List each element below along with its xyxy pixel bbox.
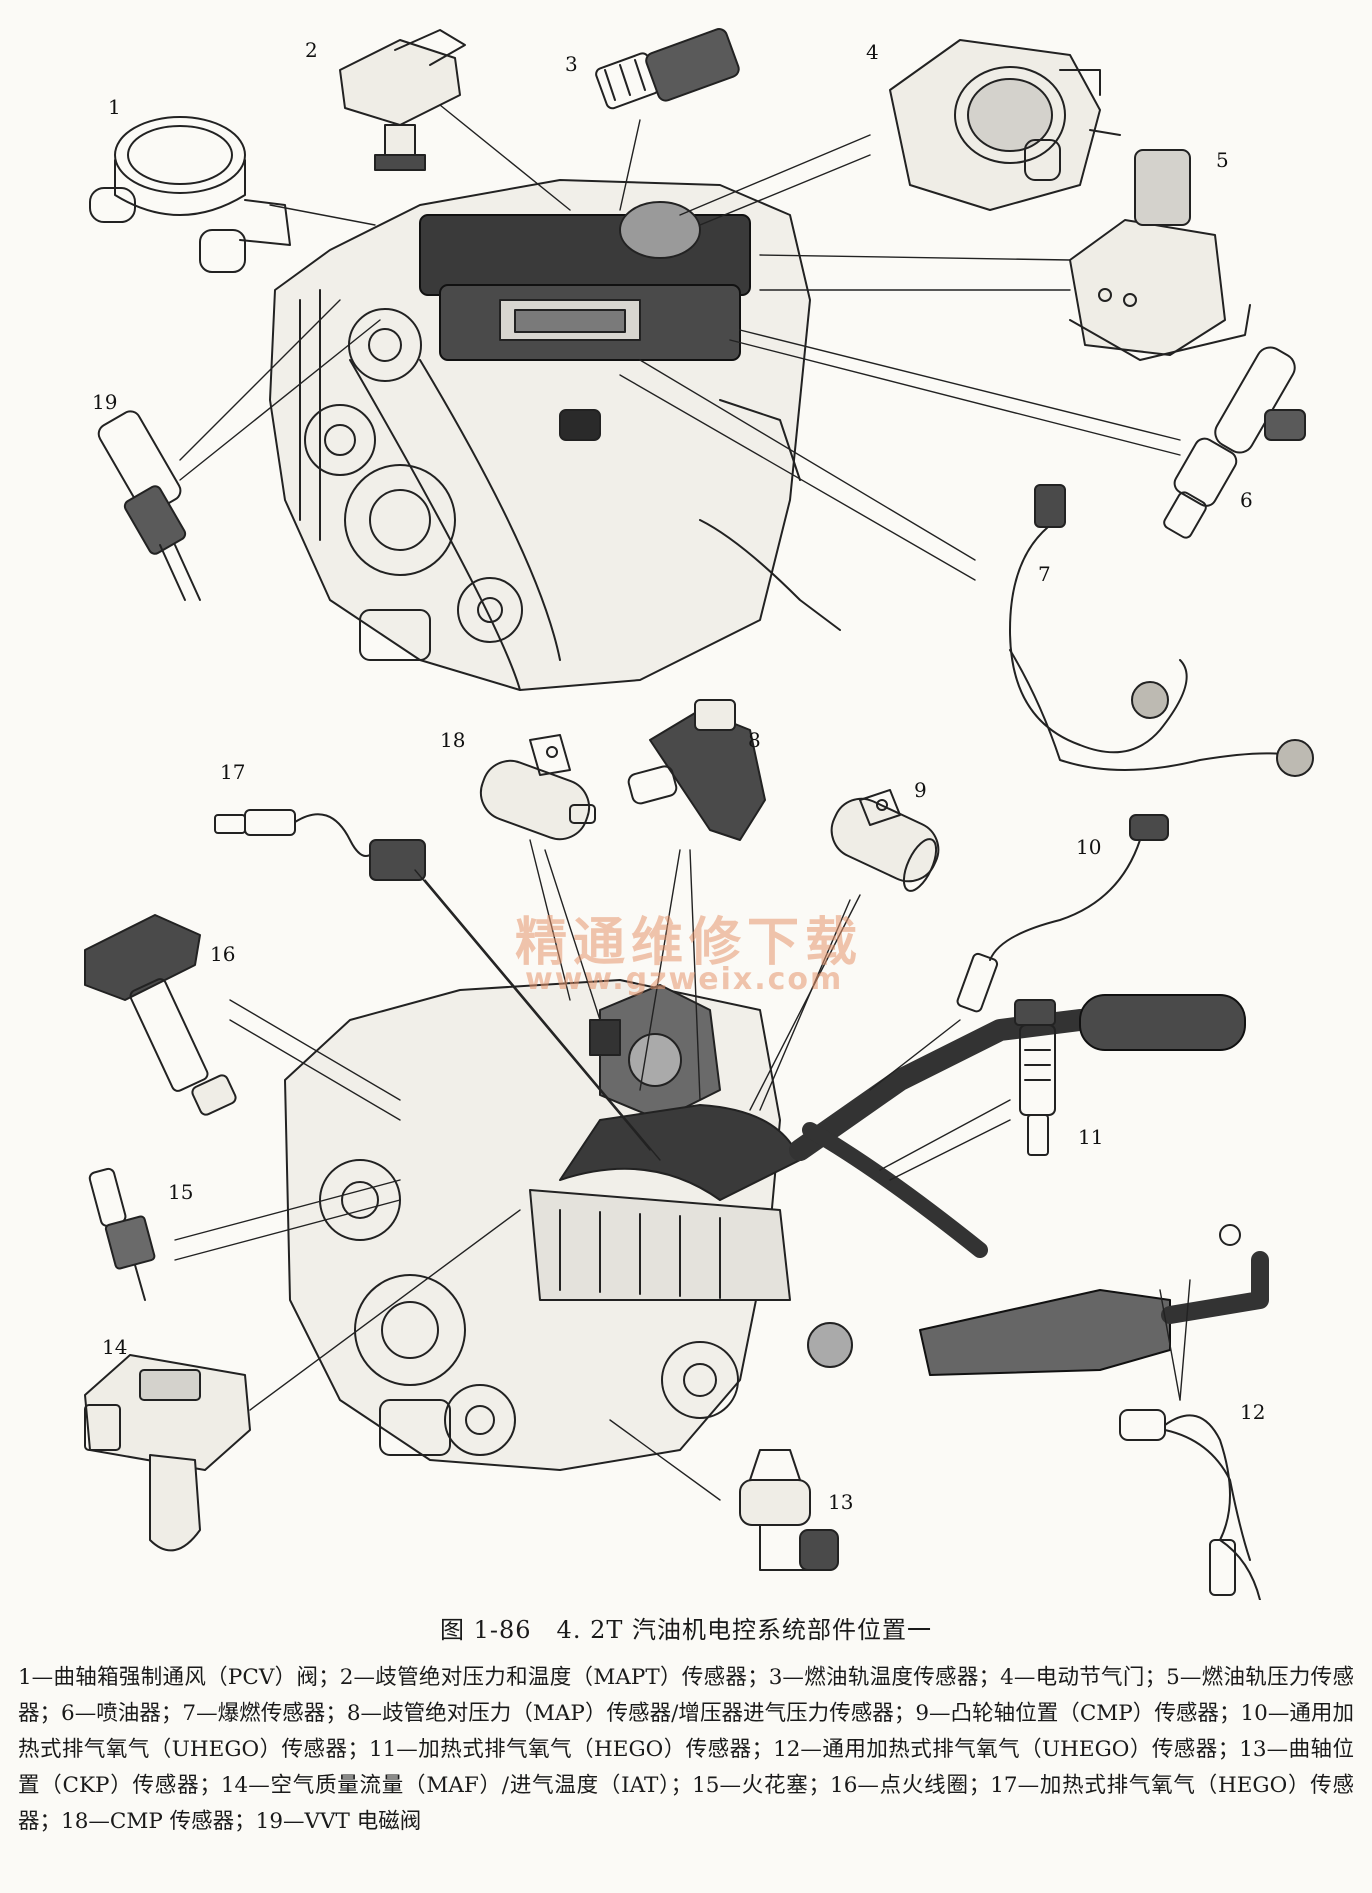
part-8-map-sensor xyxy=(627,699,766,841)
legend-entry: 12—通用加热式排气氧气（UHEGO）传感器； xyxy=(773,1737,1240,1762)
part-14-maf-iat-sensor xyxy=(84,1354,251,1552)
part-15-spark-plug xyxy=(88,1167,156,1301)
part-10-uhego-sensor xyxy=(956,814,1169,1013)
legend-entry: 6—喷油器； xyxy=(61,1701,183,1726)
part-4-electronic-throttle xyxy=(889,39,1121,211)
part-18-cmp-sensor xyxy=(479,734,596,841)
callout-17: 17 xyxy=(220,760,246,784)
callout-9: 9 xyxy=(914,778,927,802)
legend-entry: 3—燃油轨温度传感器； xyxy=(768,1665,1001,1690)
legend-entry: 5—燃油轨压力传感器； xyxy=(18,1665,1354,1726)
callout-8: 8 xyxy=(748,728,761,752)
callout-1: 1 xyxy=(108,95,121,119)
part-13-ckp-sensor xyxy=(739,1449,839,1571)
callout-10: 10 xyxy=(1076,835,1102,859)
lower-engine-illustration xyxy=(284,979,1269,1471)
callout-2: 2 xyxy=(305,38,318,62)
callout-5: 5 xyxy=(1216,148,1229,172)
watermark-url: www.gzweix.com xyxy=(525,962,844,997)
part-19-vvt-solenoid xyxy=(97,410,201,601)
callout-6: 6 xyxy=(1240,488,1253,512)
figure-caption: 图 1-86 4. 2T 汽油机电控系统部件位置一 xyxy=(440,1616,932,1644)
legend-entry: 11—加热式排气氧气（HEGO）传感器； xyxy=(368,1737,774,1762)
figure-legend: 1—曲轴箱强制通风（PCV）阀；2—歧管绝对压力和温度（MAPT）传感器；3—燃… xyxy=(18,1660,1354,1840)
callout-12: 12 xyxy=(1240,1400,1266,1424)
callout-7: 7 xyxy=(1038,562,1051,586)
callout-13: 13 xyxy=(828,1490,854,1514)
part-7-knock-sensor xyxy=(1009,484,1314,777)
legend-entry: 13—曲轴位置（CKP）传感器； xyxy=(18,1737,1355,1798)
part-12-uhego-sensor xyxy=(1119,1409,1261,1600)
legend-entry: 9—凸轮轴位置（CMP）传感器； xyxy=(915,1701,1241,1726)
legend-entry: 10—通用加热式排气氧气（UHEGO）传感器； xyxy=(18,1701,1354,1762)
lower-leader-lines xyxy=(174,839,1191,1501)
part-2-mapt-sensor xyxy=(339,29,466,171)
callout-3: 3 xyxy=(565,52,578,76)
callout-18: 18 xyxy=(440,728,466,752)
legend-entry: 4—电动节气门； xyxy=(1000,1665,1167,1690)
callout-19: 19 xyxy=(92,390,118,414)
callout-4: 4 xyxy=(866,40,879,64)
upper-leader-lines xyxy=(179,104,1181,581)
part-16-ignition-coil xyxy=(84,914,237,1116)
legend-entry: 14—空气质量流量（MAF）/进气温度（IAT）； xyxy=(220,1773,693,1798)
part-17-hego-sensor xyxy=(214,809,426,881)
legend-entry: 16—点火线圈； xyxy=(830,1773,991,1798)
part-9-cmp-sensor xyxy=(830,789,940,892)
engine-component-diagram xyxy=(84,28,1314,1600)
watermark-text: 精通维修下载 xyxy=(515,913,864,973)
callout-15: 15 xyxy=(168,1180,194,1204)
part-3-fuel-rail-temp-sensor xyxy=(595,28,740,110)
legend-entry: 15—火花塞； xyxy=(692,1773,831,1798)
legend-entry: 7—爆燃传感器； xyxy=(182,1701,347,1726)
callout-11: 11 xyxy=(1078,1125,1104,1149)
legend-entry: 19—VVT 电磁阀 xyxy=(255,1809,422,1834)
callout-14: 14 xyxy=(102,1335,128,1359)
callout-16: 16 xyxy=(210,942,236,966)
legend-entry: 2—歧管绝对压力和温度（MAPT）传感器； xyxy=(339,1665,769,1690)
legend-entry: 1—曲轴箱强制通风（PCV）阀； xyxy=(18,1665,340,1690)
legend-entry: 18—CMP 传感器； xyxy=(61,1809,256,1834)
part-5-fuel-rail-pressure-sensor xyxy=(1069,149,1251,361)
part-6-fuel-injector xyxy=(1163,346,1306,539)
upper-engine-illustration xyxy=(269,179,841,691)
legend-entry: 17—加热式排气氧气（HEGO）传感器； xyxy=(18,1773,1355,1834)
legend-entry: 8—歧管绝对压力（MAP）传感器/增压器进气压力传感器； xyxy=(346,1701,916,1726)
part-1-pcv-valve xyxy=(89,116,291,273)
part-11-hego-sensor xyxy=(1014,999,1056,1156)
